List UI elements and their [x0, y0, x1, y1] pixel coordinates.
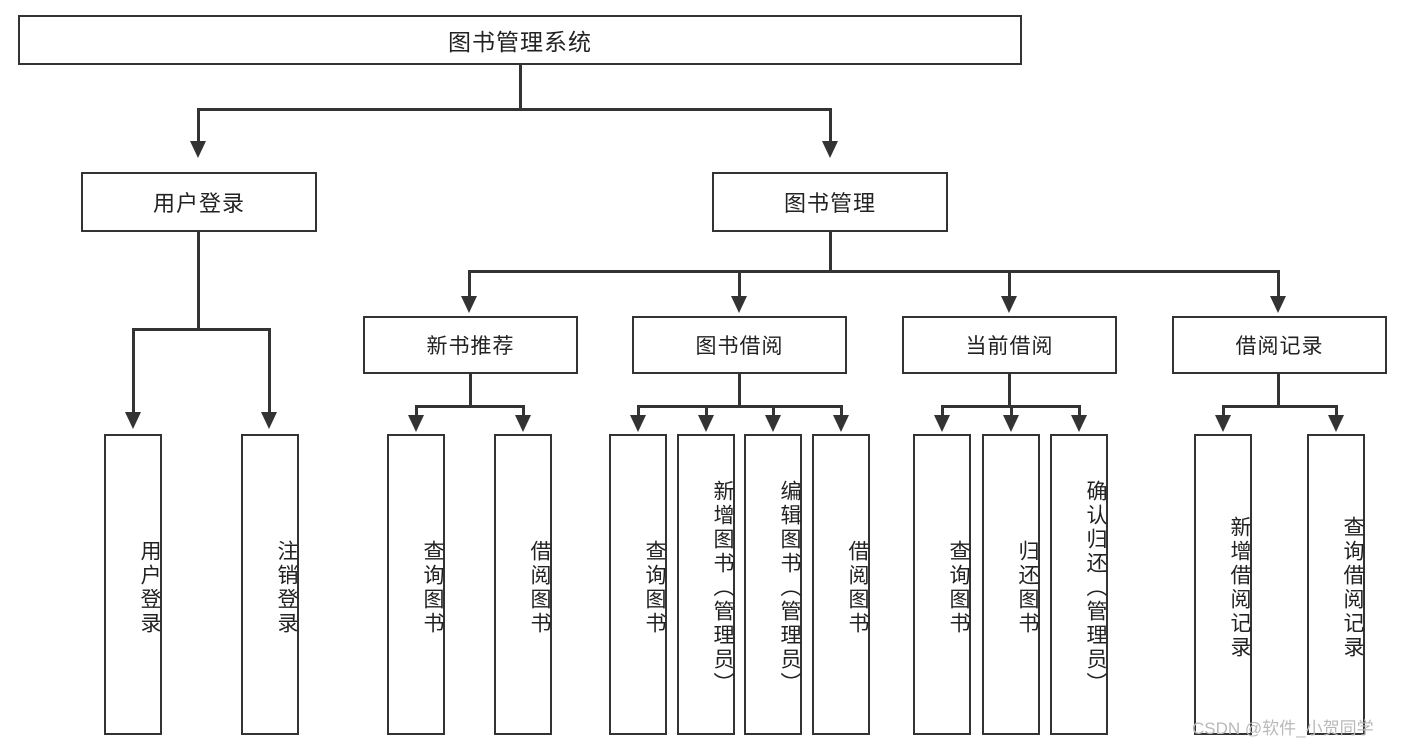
connector-book-borrow-branch-1	[637, 405, 640, 417]
arrow-new-book-leaf-1	[408, 415, 424, 432]
node-current-borrow[interactable]: 当前借阅	[902, 316, 1117, 374]
node-label: 图书借阅	[695, 335, 784, 358]
node-book-management-system[interactable]: 图书管理系统	[18, 15, 1022, 65]
arrow-user-login-leaf-1	[125, 412, 141, 429]
connector-new-book-branch-2	[522, 405, 525, 417]
connector-user-login-branch-2	[268, 328, 271, 414]
node-label: 新增图书（管理员）	[711, 479, 734, 696]
connector-user-login-branch-1	[132, 328, 135, 414]
leaf-node-query-record[interactable]: 查询借阅记录	[1307, 434, 1365, 735]
leaf-node-query-book-3[interactable]: 查询图书	[913, 434, 971, 735]
leaf-node-query-book-1[interactable]: 查询图书	[387, 434, 445, 735]
node-label: 查询图书	[643, 539, 666, 636]
arrow-book-manage-to-current-borrow	[1001, 296, 1017, 313]
leaf-node-add-book[interactable]: 新增图书（管理员）	[677, 434, 735, 735]
arrow-book-manage-to-new-book	[461, 296, 477, 313]
connector-current-borrow-branch-2	[1010, 405, 1013, 417]
node-label: 编辑图书（管理员）	[778, 479, 801, 696]
leaf-node-query-book-2[interactable]: 查询图书	[609, 434, 667, 735]
arrow-book-borrow-leaf-2	[698, 415, 714, 432]
connector-book-manage-branch-3	[1008, 270, 1011, 298]
connector-borrow-record-branch-1	[1222, 405, 1225, 417]
node-label: 查询图书	[421, 539, 444, 636]
node-user-login[interactable]: 用户登录	[81, 172, 317, 232]
arrow-new-book-leaf-2	[515, 415, 531, 432]
connector-root-bus	[197, 108, 831, 111]
arrow-current-borrow-leaf-1	[934, 415, 950, 432]
connector-root-to-book-manage	[829, 108, 832, 143]
node-label: 当前借阅	[965, 335, 1054, 358]
connector-borrow-record-branch-2	[1335, 405, 1338, 417]
node-label: 图书管理系统	[448, 29, 592, 55]
connector-book-manage-branch-4	[1277, 270, 1280, 298]
node-new-book-recommend[interactable]: 新书推荐	[363, 316, 578, 374]
arrow-borrow-record-leaf-2	[1328, 415, 1344, 432]
node-label: 新书推荐	[426, 335, 515, 358]
arrow-current-borrow-leaf-3	[1071, 415, 1087, 432]
node-borrow-record[interactable]: 借阅记录	[1172, 316, 1387, 374]
connector-new-book-bus	[415, 405, 525, 408]
connector-book-borrow-stem	[738, 374, 741, 408]
connector-new-book-stem	[469, 374, 472, 408]
leaf-node-user-logout[interactable]: 注销登录	[241, 434, 299, 735]
node-label: 归还图书	[1016, 539, 1039, 636]
node-label: 用户登录	[152, 191, 245, 216]
node-book-manage[interactable]: 图书管理	[712, 172, 948, 232]
arrow-current-borrow-leaf-2	[1003, 415, 1019, 432]
node-label: 用户登录	[138, 539, 161, 636]
node-label: 注销登录	[275, 539, 298, 636]
arrow-book-manage-to-borrow-record	[1270, 296, 1286, 313]
node-label: 借阅记录	[1235, 335, 1324, 358]
arrow-book-borrow-leaf-1	[630, 415, 646, 432]
connector-book-borrow-branch-4	[840, 405, 843, 417]
connector-book-manage-branch-1	[468, 270, 471, 298]
leaf-node-user-login[interactable]: 用户登录	[104, 434, 162, 735]
connector-user-login-stem	[197, 232, 200, 330]
connector-book-manage-branch-2	[738, 270, 741, 298]
node-label: 图书管理	[783, 191, 876, 216]
node-label: 借阅图书	[846, 539, 869, 636]
node-label: 确认归还（管理员）	[1084, 479, 1107, 696]
connector-current-borrow-branch-3	[1078, 405, 1081, 417]
connector-book-borrow-branch-2	[705, 405, 708, 417]
connector-book-borrow-bus	[637, 405, 842, 408]
leaf-node-add-record[interactable]: 新增借阅记录	[1194, 434, 1252, 735]
arrow-borrow-record-leaf-1	[1215, 415, 1231, 432]
connector-user-login-bus	[132, 328, 271, 331]
connector-book-manage-bus	[468, 270, 1280, 273]
leaf-node-return-book[interactable]: 归还图书	[982, 434, 1040, 735]
connector-new-book-branch-1	[415, 405, 418, 417]
arrow-user-login-leaf-2	[261, 412, 277, 429]
connector-borrow-record-bus	[1222, 405, 1338, 408]
leaf-node-edit-book[interactable]: 编辑图书（管理员）	[744, 434, 802, 735]
node-label: 新增借阅记录	[1228, 515, 1251, 660]
arrow-book-manage-to-book-borrow	[731, 296, 747, 313]
connector-book-manage-stem	[829, 232, 832, 272]
arrow-root-to-user-login	[190, 141, 206, 158]
arrow-book-borrow-leaf-3	[765, 415, 781, 432]
connector-current-borrow-branch-1	[941, 405, 944, 417]
node-label: 查询借阅记录	[1341, 515, 1364, 660]
connector-current-borrow-stem	[1008, 374, 1011, 408]
connector-book-borrow-branch-3	[772, 405, 775, 417]
leaf-node-borrow-book-1[interactable]: 借阅图书	[494, 434, 552, 735]
connector-root-to-user-login	[197, 108, 200, 143]
arrow-root-to-book-manage	[822, 141, 838, 158]
leaf-node-borrow-book-2[interactable]: 借阅图书	[812, 434, 870, 735]
connector-root-stem	[519, 65, 522, 110]
node-label: 查询图书	[947, 539, 970, 636]
connector-borrow-record-stem	[1277, 374, 1280, 408]
node-label: 借阅图书	[528, 539, 551, 636]
arrow-book-borrow-leaf-4	[833, 415, 849, 432]
node-book-borrow[interactable]: 图书借阅	[632, 316, 847, 374]
leaf-node-confirm-return[interactable]: 确认归还（管理员）	[1050, 434, 1108, 735]
